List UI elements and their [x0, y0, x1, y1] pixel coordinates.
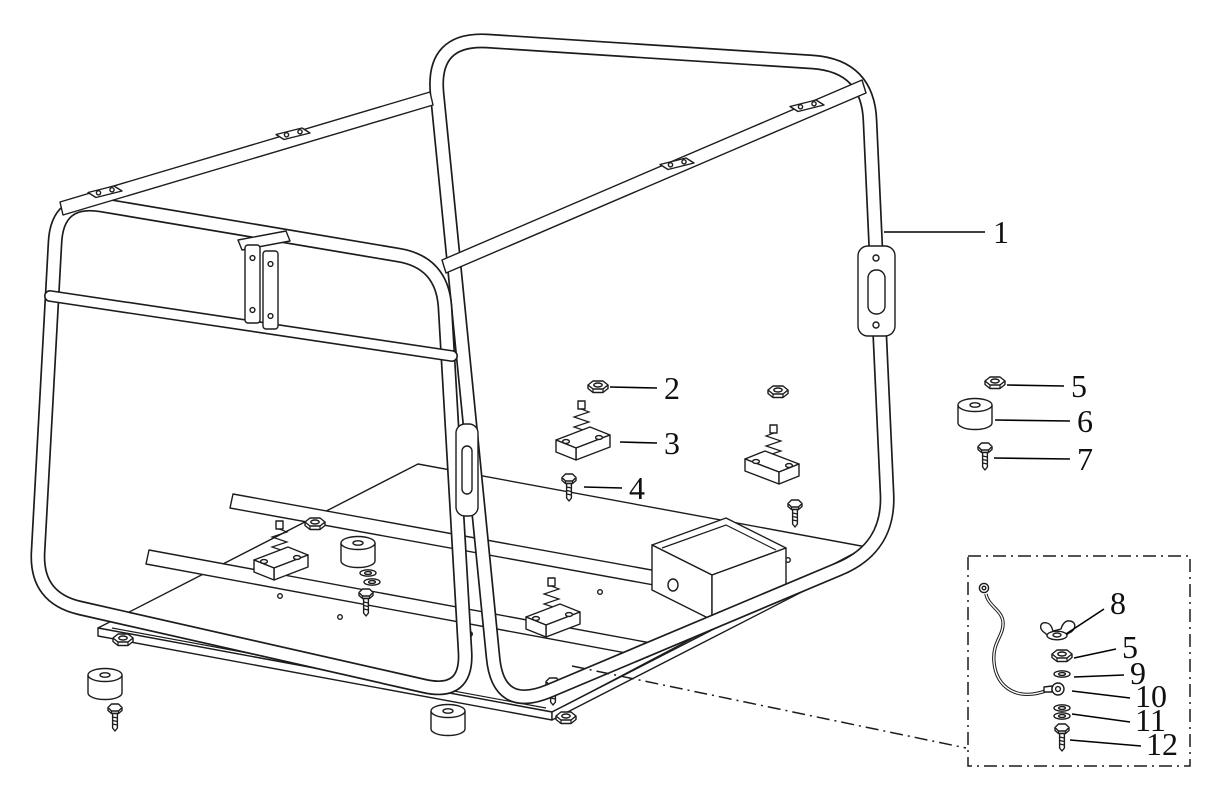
- frame-left-loop: [30, 196, 473, 696]
- leader-line-7: [993, 457, 1071, 460]
- callout-6: 6: [1077, 403, 1093, 439]
- leader-line-12: [1069, 739, 1142, 747]
- callout-10: 10: [1135, 678, 1167, 714]
- callout-5b: 5: [1122, 629, 1138, 665]
- washer: [363, 578, 381, 586]
- rubber-foot: [87, 667, 123, 701]
- callout-9: 9: [1130, 655, 1146, 691]
- latch-plate: [857, 245, 896, 337]
- hex-nut: [112, 633, 134, 647]
- wing-nut: [1039, 620, 1076, 641]
- detail-inset: [967, 555, 1191, 767]
- flange-bolt: [787, 499, 803, 528]
- callout-1: 1: [993, 214, 1009, 250]
- flange-bolt: [1054, 723, 1070, 752]
- hanging-bracket: [237, 230, 291, 330]
- hex-nut: [587, 380, 609, 394]
- leader-line-11: [1071, 713, 1131, 723]
- rubber-foot: [340, 535, 376, 569]
- frame-top-rails: [59, 79, 867, 274]
- hinge-plate: [455, 423, 479, 517]
- rubber-foot: [957, 397, 993, 431]
- bracket-box: [651, 517, 787, 621]
- flange-bolt: [977, 442, 993, 471]
- callout-labels: 1 2 3 4 5 6 7 8 5 9 10 11 12: [629, 214, 1178, 762]
- hex-nut: [1051, 649, 1073, 663]
- callout-4: 4: [629, 470, 645, 506]
- frame-mid-rail: [44, 290, 458, 362]
- hex-nut: [984, 376, 1006, 390]
- washer: [359, 569, 377, 577]
- callout-2: 2: [664, 370, 680, 406]
- leader-line-6: [994, 419, 1071, 422]
- leader-line-3: [619, 441, 658, 444]
- washer: [1053, 670, 1071, 678]
- hex-nut: [767, 385, 789, 399]
- ring-terminal: [1043, 682, 1065, 696]
- vibration-mount: [744, 424, 800, 485]
- flange-bolt: [107, 703, 123, 732]
- washer: [1053, 712, 1071, 720]
- leader-line-5b: [1073, 648, 1117, 659]
- rubber-foot: [430, 703, 466, 737]
- callout-7: 7: [1077, 441, 1093, 477]
- leader-line-8: [1065, 608, 1105, 635]
- leader-line-5: [1006, 384, 1065, 387]
- washer: [1053, 704, 1071, 712]
- hex-nut: [555, 711, 577, 725]
- leader-line-4: [583, 486, 623, 489]
- callout-11: 11: [1135, 702, 1166, 738]
- callout-8: 8: [1110, 585, 1126, 621]
- hex-nut: [304, 517, 326, 531]
- callout-leaders: [571, 231, 1142, 749]
- callout-12: 12: [1146, 726, 1178, 762]
- callout-5: 5: [1071, 368, 1087, 404]
- callout-3: 3: [664, 425, 680, 461]
- leader-line-10: [1071, 690, 1131, 699]
- detail-reference-line: [571, 665, 967, 749]
- leader-line-2: [609, 386, 658, 389]
- leader-line-9: [1073, 674, 1125, 678]
- vibration-mount: [555, 400, 611, 461]
- detail-inset-border: [967, 555, 1191, 767]
